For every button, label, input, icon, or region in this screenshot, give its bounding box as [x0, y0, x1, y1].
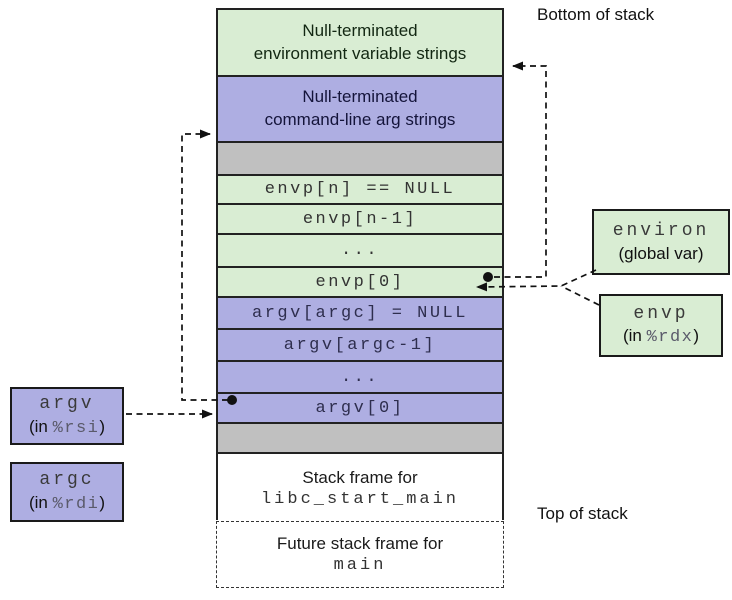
environ-sub-label: (global var) — [618, 243, 704, 263]
stack-row-argv-ellipsis: ... — [218, 362, 502, 394]
future-frame-label-line2: main — [333, 556, 387, 575]
stack-row-argv-argc: argv[argc] = NULL — [218, 298, 502, 330]
stack-row-env-strings: Null-terminated environment variable str… — [218, 10, 502, 77]
future-frame-label-line1: Future stack frame for — [276, 534, 444, 553]
argv-suffix: ) — [99, 416, 106, 436]
argv-register-box: argv (in %rsi) — [10, 387, 124, 445]
stack-column: Null-terminated environment variable str… — [216, 8, 504, 522]
stack-row-envp-n: envp[n] == NULL — [218, 176, 502, 205]
argv-argc-label: argv[argc] = NULL — [252, 303, 468, 323]
argc-name-label: argc — [39, 470, 95, 491]
rdx-register-label: %rdx — [646, 328, 694, 348]
envp-0-label: envp[0] — [315, 272, 405, 292]
envp-in-prefix: (in — [622, 326, 647, 346]
envp-n-label: envp[n] == NULL — [264, 180, 456, 199]
envp-suffix: ) — [693, 326, 700, 346]
argc-suffix: ) — [99, 492, 106, 512]
arg-strings-label: Null-terminated command-line arg strings — [264, 87, 456, 129]
bottom-of-stack-label: Bottom of stack — [537, 5, 655, 24]
envp-box-branch-line — [560, 285, 600, 306]
stack-row-argv-argc-1: argv[argc-1] — [218, 330, 502, 362]
stack-row-envp-n-1: envp[n-1] — [218, 205, 502, 235]
environ-var-box: environ (global var) — [592, 209, 730, 275]
stack-row-spacer-bottom — [218, 424, 502, 454]
stack-row-libc-frame: Stack frame for libc_start_main — [218, 454, 502, 522]
envp-name-label: envp — [633, 303, 689, 324]
argv-in-prefix: (in — [28, 416, 53, 436]
rsi-register-label: %rsi — [52, 418, 100, 438]
envp-ellipsis-label: ... — [340, 241, 380, 260]
libc-frame-label-line1: Stack frame for — [302, 467, 418, 487]
stack-row-envp-ellipsis: ... — [218, 235, 502, 268]
libc-frame-label-line2: libc_start_main — [260, 489, 460, 509]
env-strings-label: Null-terminated environment variable str… — [253, 20, 467, 63]
argc-in-prefix: (in — [28, 492, 53, 512]
argv-name-label: argv — [39, 394, 95, 415]
argv-0-label: argv[0] — [315, 398, 405, 418]
stack-row-envp-0: envp[0] — [218, 268, 502, 298]
stack-row-argv-0: argv[0] — [218, 394, 502, 424]
top-of-stack-label: Top of stack — [537, 504, 628, 523]
argv-sub-label: (in %rsi) — [29, 416, 105, 439]
envp-register-box: envp (in %rdx) — [599, 294, 723, 357]
future-stack-frame-box: Future stack frame for main — [216, 521, 504, 588]
argv-ellipsis-label: ... — [340, 367, 380, 387]
envp-n-1-label: envp[n-1] — [302, 209, 418, 229]
rdi-register-label: %rdi — [52, 494, 100, 514]
argv-argc-1-label: argv[argc-1] — [283, 335, 437, 355]
stack-row-arg-strings: Null-terminated command-line arg strings — [218, 77, 502, 143]
envp-sub-label: (in %rdx) — [623, 325, 699, 348]
argc-register-box: argc (in %rdi) — [10, 462, 124, 522]
stack-row-spacer-top — [218, 143, 502, 176]
argc-sub-label: (in %rdi) — [29, 492, 105, 515]
environ-name-label: environ — [612, 221, 710, 242]
